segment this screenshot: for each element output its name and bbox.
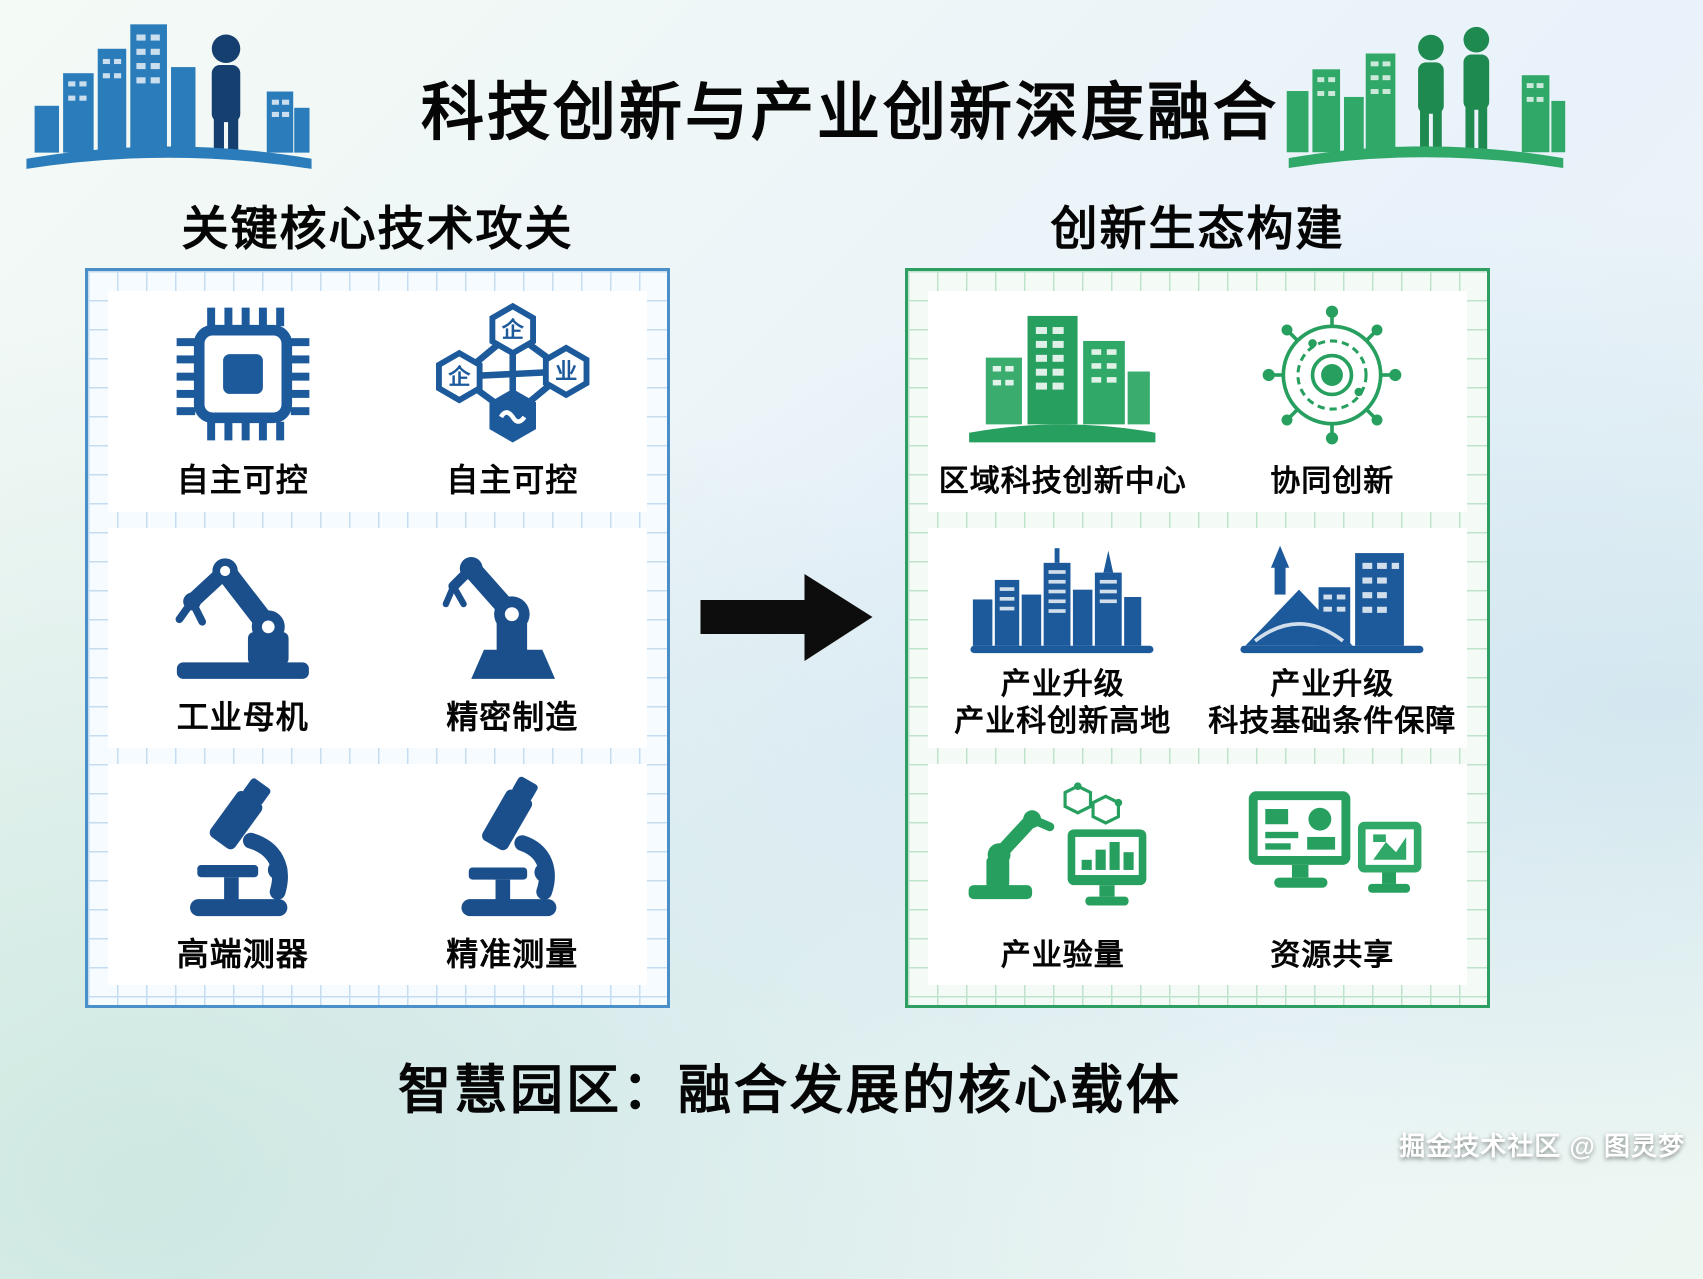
eco-item-upgrade-infrastructure: 产业升级 科技基础条件保障 xyxy=(1198,528,1468,749)
collaboration-network-icon-box xyxy=(1259,302,1405,448)
robot-monitor-icon-box xyxy=(961,776,1164,922)
innovation-ecosystem-panel: 区域科技创新中心 xyxy=(905,268,1490,1008)
hex-label-left: 企 xyxy=(447,365,471,390)
flow-arrow xyxy=(700,570,876,665)
panel-row: 区域科技创新中心 xyxy=(928,291,1467,512)
robot-arm-icon xyxy=(175,558,309,679)
key-technology-panel: 自主可控 企 xyxy=(85,268,670,1008)
eco-item-collaboration: 协同创新 xyxy=(1198,291,1468,512)
item-label: 协同创新 xyxy=(1270,465,1395,499)
panel-row: 自主可控 企 xyxy=(108,291,647,512)
watermark: 掘金技术社区 @ 图灵梦 xyxy=(1399,1131,1685,1161)
chip-icon xyxy=(176,307,310,441)
item-label: 高端测器 xyxy=(176,935,309,972)
panel-row: 产业验量 xyxy=(928,764,1468,986)
item-label-group: 产业升级 科技基础条件保障 xyxy=(1208,666,1456,741)
city-people-left-decoration xyxy=(25,6,313,174)
blue-city-people-icon xyxy=(26,24,312,169)
measuring-microscope-icon xyxy=(461,776,557,916)
infrastructure-buildings-icon xyxy=(1240,545,1424,653)
footer-title: 智慧园区：融合发展的核心载体 xyxy=(398,1061,1182,1120)
measuring-microscope-icon-box xyxy=(442,775,582,921)
green-buildings-icon-box xyxy=(958,302,1167,448)
city-people-right-decoration xyxy=(1278,14,1570,172)
item-label: 资源共享 xyxy=(1270,938,1395,972)
eco-item-upgrade-highland: 产业升级 产业科创新高地 xyxy=(928,528,1198,749)
left-section-header: 关键核心技术攻关 xyxy=(181,202,574,255)
item-label: 精准测量 xyxy=(446,935,579,972)
tech-item-measurement: 精准测量 xyxy=(378,764,648,985)
item-label: 自主可控 xyxy=(176,462,309,499)
item-label-line2: 科技基础条件保障 xyxy=(1208,705,1457,738)
eco-item-resource-sharing: 资源共享 xyxy=(1198,764,1468,985)
item-label-group: 产业升级 产业科创新高地 xyxy=(954,666,1171,741)
hex-label-right: 业 xyxy=(555,360,577,385)
item-label-line1: 产业升级 xyxy=(1270,667,1395,701)
right-section-header: 创新生态构建 xyxy=(1050,202,1345,255)
page-title: 科技创新与产业创新深度融合 xyxy=(421,78,1279,148)
item-label: 区域科技创新中心 xyxy=(938,465,1187,499)
chip-icon-box xyxy=(170,301,316,447)
item-label: 精密制造 xyxy=(446,699,579,735)
tech-item-enterprise: 企 企 业 自主可控 xyxy=(378,291,648,512)
eco-item-regional-center: 区域科技创新中心 xyxy=(928,291,1198,512)
shared-monitors-icon-box xyxy=(1231,776,1434,922)
tech-item-precision: 精密制造 xyxy=(378,528,648,749)
panel-row: 工业母机 精密制造 xyxy=(108,527,648,749)
item-label-line2: 产业科创新高地 xyxy=(954,705,1172,738)
eco-item-industry-metrology: 产业验量 xyxy=(928,764,1198,985)
right-arrow-icon xyxy=(700,574,873,661)
infrastructure-buildings-icon-box xyxy=(1238,536,1427,658)
tech-item-instrument: 高端测器 xyxy=(108,764,378,985)
panel-row: 高端测器 精准测量 xyxy=(108,764,648,986)
item-label: 工业母机 xyxy=(176,699,309,735)
precision-robot-arm-icon xyxy=(443,557,556,679)
tech-item-chip: 自主可控 xyxy=(108,291,378,512)
precision-robot-arm-icon-box xyxy=(423,538,601,684)
city-skyline-icon xyxy=(970,547,1154,653)
item-label-line1: 产业升级 xyxy=(1000,667,1125,701)
panel-row: 产业升级 产业科创新高地 xyxy=(928,527,1468,749)
green-buildings-icon xyxy=(969,316,1156,443)
tech-item-machine-tool: 工业母机 xyxy=(108,528,378,749)
microscope-icon xyxy=(189,778,288,916)
enterprise-hexagon-icon-box: 企 企 业 xyxy=(428,301,597,447)
robot-monitor-icon xyxy=(968,782,1147,906)
item-label: 自主可控 xyxy=(446,462,579,499)
robot-arm-icon-box xyxy=(154,538,332,684)
city-skyline-icon-box xyxy=(968,536,1157,658)
item-label: 产业验量 xyxy=(1000,938,1125,972)
enterprise-hexagon-icon: 企 企 业 xyxy=(435,303,589,443)
microscope-icon-box xyxy=(173,775,313,921)
collaboration-network-icon xyxy=(1262,305,1402,445)
shared-monitors-icon xyxy=(1248,790,1422,893)
hex-label-top: 企 xyxy=(500,318,524,343)
green-city-people-icon xyxy=(1286,26,1566,169)
